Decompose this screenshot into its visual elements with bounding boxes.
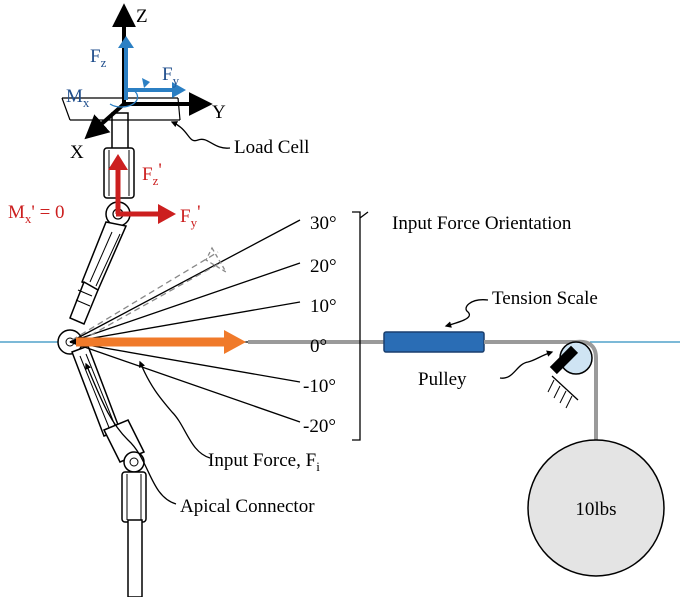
fan-line-20 xyxy=(69,262,301,343)
mx-moment-arrow-head xyxy=(142,78,150,88)
weight-label: 10lbs xyxy=(575,499,616,520)
instrument-upper-link xyxy=(69,221,128,325)
fan-line-neg20 xyxy=(69,341,301,423)
load-cell-leader xyxy=(170,121,231,149)
input-force-arrow-head xyxy=(224,330,246,354)
fan-line-10 xyxy=(69,301,301,343)
angle-label-10: 10° xyxy=(310,296,337,317)
pulley xyxy=(547,341,593,409)
fy-label: Fy xyxy=(162,64,180,88)
y-axis-label: Y xyxy=(212,102,226,123)
angle-label-30: 30° xyxy=(310,213,337,234)
tension-scale xyxy=(383,331,485,353)
fz-prime-arrow-head xyxy=(108,154,128,170)
angle-label-0: 0° xyxy=(310,336,327,357)
input-force-leader xyxy=(139,360,211,459)
dashed-force-arrow xyxy=(71,246,227,341)
load-cell-label: Load Cell xyxy=(234,137,309,158)
mx-label: Mx xyxy=(66,86,90,110)
apical-connector-leader xyxy=(85,362,177,505)
x-axis-label: X xyxy=(70,142,84,163)
angle-labels: 30° 20° 10° 0° -10° -20° xyxy=(303,213,337,437)
fz-arrow-head xyxy=(118,36,134,48)
fy-prime-label: Fy' xyxy=(180,202,201,230)
mx-moment-arrow xyxy=(109,89,139,108)
fan-line-30 xyxy=(69,219,301,343)
angle-label-neg20: -20° xyxy=(303,416,336,437)
fy-arrow-head xyxy=(172,82,186,98)
pulley-label: Pulley xyxy=(418,369,467,390)
angle-label-neg10: -10° xyxy=(303,376,336,397)
fy-prime-arrow-head xyxy=(158,204,176,224)
tension-scale-leader xyxy=(444,299,489,328)
apical-connector-label: Apical Connector xyxy=(180,496,315,517)
fan-line-neg10 xyxy=(69,341,301,383)
input-force-label: Input Force, Fi xyxy=(208,450,320,474)
tension-scale-label: Tension Scale xyxy=(492,288,598,309)
weight xyxy=(527,439,665,577)
angle-label-20: 20° xyxy=(310,256,337,277)
z-axis-label: Z xyxy=(136,6,148,27)
x-axis-arrow xyxy=(84,102,126,140)
pulley-leader xyxy=(499,350,554,379)
instrument-lower-shaft xyxy=(121,471,147,598)
fz-label: Fz xyxy=(90,46,107,70)
orientation-label: Input Force Orientation xyxy=(392,213,572,234)
instrument-lower-joint xyxy=(123,451,145,473)
mx-prime-label: Mx' = 0 xyxy=(8,202,65,226)
fz-prime-label: Fz' xyxy=(142,160,162,188)
orientation-bracket xyxy=(352,211,369,441)
